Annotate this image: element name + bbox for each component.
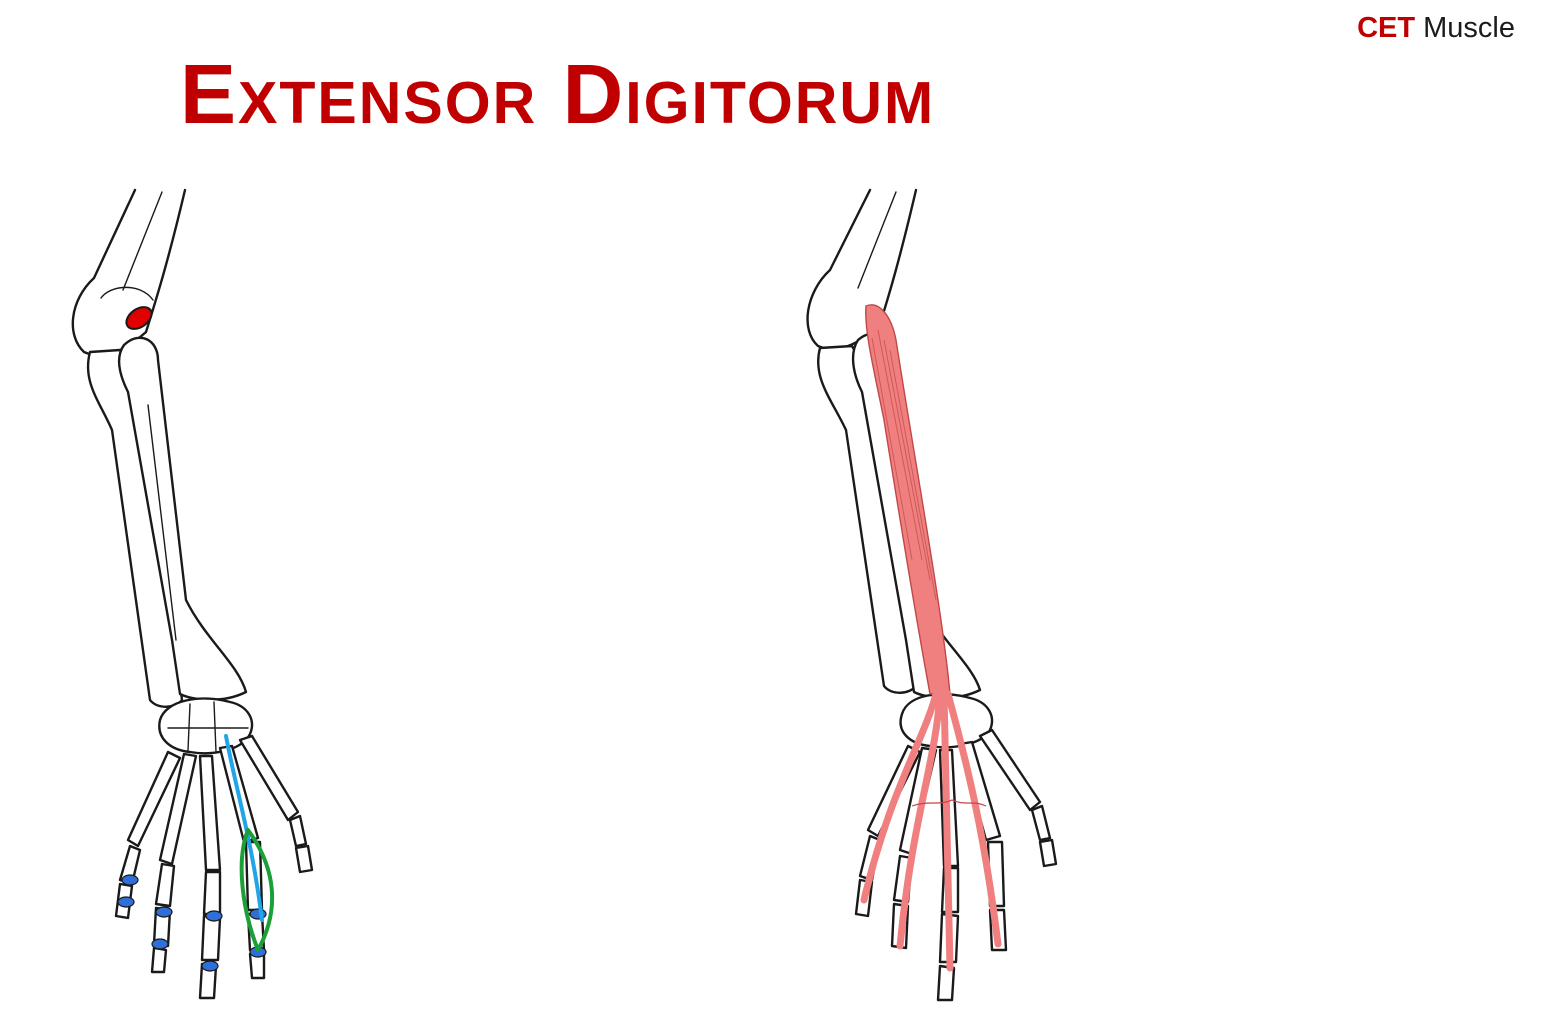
brand-label: CET Muscle — [1357, 12, 1515, 45]
brand-accent: CET — [1357, 12, 1416, 44]
tendon-outline — [239, 828, 275, 952]
brand-text: Muscle — [1423, 12, 1515, 44]
left-radius — [117, 336, 248, 701]
left-metacarpals — [126, 734, 300, 872]
right-humerus — [806, 188, 918, 351]
extensor-digitorum-muscle — [860, 304, 1002, 972]
tendon-line — [224, 734, 264, 922]
page-title: Extensor Digitorum — [180, 47, 936, 141]
origin-marker — [125, 306, 153, 330]
left-carpals — [158, 697, 254, 755]
left-phalanges — [114, 814, 314, 1000]
